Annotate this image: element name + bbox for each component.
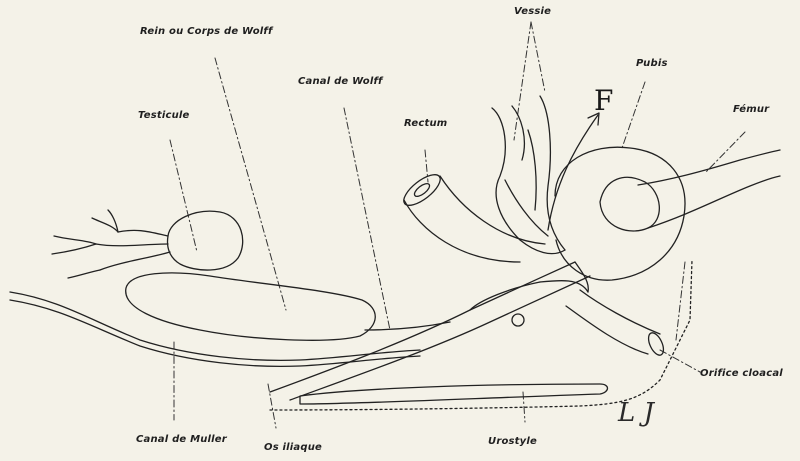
label-rectum: Rectum (404, 118, 447, 129)
leader-rein (215, 58, 286, 310)
rectum-shape (399, 169, 545, 262)
label-orifice: Orifice cloacal (700, 368, 783, 379)
femur-shape (600, 150, 780, 231)
label-testicule: Testicule (138, 110, 190, 121)
leader-femur (706, 132, 745, 172)
direction-arrow (548, 113, 599, 230)
label-canal-muller: Canal de Muller (136, 434, 227, 445)
muller-duct (10, 292, 420, 366)
label-canal-wolff: Canal de Wolff (298, 76, 383, 87)
leader-testicule (170, 140, 197, 252)
label-femur: Fémur (733, 104, 769, 115)
artist-signature: L J (618, 398, 654, 428)
cloaca-tube (566, 290, 667, 357)
label-direction: F (594, 84, 613, 117)
label-os-iliaque: Os iliaque (264, 442, 322, 453)
label-vessie: Vessie (514, 6, 551, 17)
label-urostyle: Urostyle (488, 436, 537, 447)
urostyle-shape (300, 384, 608, 404)
ilium-shape (270, 262, 590, 400)
label-pubis: Pubis (636, 58, 668, 69)
body-outline (270, 260, 692, 410)
kidney-shape (126, 273, 376, 340)
bladder-shape (492, 96, 565, 254)
leader-lines (170, 22, 745, 428)
label-rein: Rein ou Corps de Wolff (140, 26, 273, 37)
leader-vessie-2 (531, 22, 545, 92)
pubis-shape (555, 147, 685, 280)
leader-vessie-1 (514, 22, 531, 140)
leader-orifice (660, 350, 700, 372)
leader-pubis (622, 82, 645, 148)
leader-cloaca-up (676, 262, 685, 340)
testicle-shape (52, 210, 243, 278)
